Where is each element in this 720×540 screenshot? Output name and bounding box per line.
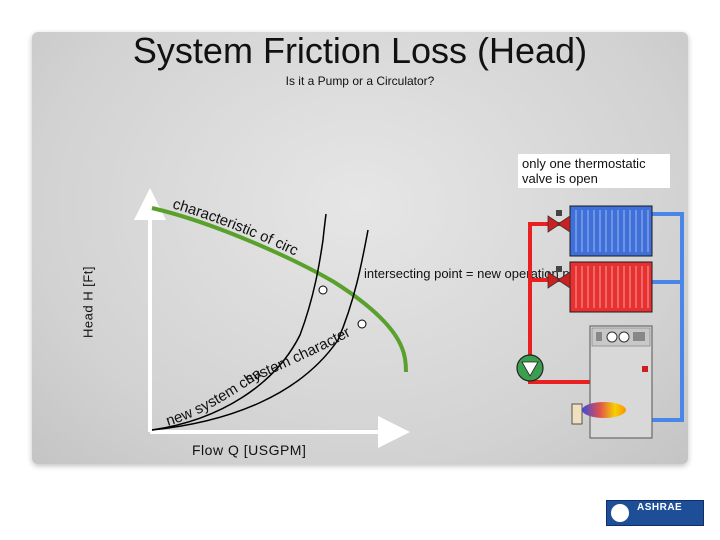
operation-point xyxy=(357,319,367,329)
boiler-indicator-icon xyxy=(642,366,648,372)
gauge-icon xyxy=(618,331,630,343)
new-operation-point xyxy=(318,285,328,295)
system-curve-label: system characteristic xyxy=(0,0,353,388)
valve-note: only one thermostatic valve is open xyxy=(518,154,670,188)
bottom-valve-icon xyxy=(547,266,571,289)
top-valve-icon xyxy=(547,210,571,233)
bottom-radiator xyxy=(569,261,653,313)
ashrae-logo: ASHRAE xyxy=(606,500,704,526)
system-curve xyxy=(151,229,369,431)
intersection-annotation: intersecting point = new operation point xyxy=(364,266,591,281)
gear-icon xyxy=(611,504,629,522)
supply-pipe xyxy=(528,222,574,358)
pump-curve-label-text: characteristic of circ xyxy=(171,196,302,260)
x-axis-label: Flow Q [USGPM] xyxy=(192,442,307,458)
logo-text: ASHRAE xyxy=(637,502,683,513)
pump-curve-label: characteristic of circ xyxy=(171,196,302,260)
slide-subtitle: Is it a Pump or a Circulator? xyxy=(285,74,435,88)
chart-axes xyxy=(134,188,410,448)
pump-curve xyxy=(151,206,408,373)
new-system-curve xyxy=(151,213,327,431)
circulator-arrow-icon xyxy=(521,361,539,377)
flame-icon xyxy=(582,402,626,418)
intersection-annotation-text: intersecting point = new operation point xyxy=(364,266,591,281)
display-icon xyxy=(633,332,645,341)
top-radiator xyxy=(569,205,653,257)
switch-icon xyxy=(596,332,602,341)
gauge-icon xyxy=(606,331,618,343)
heating-system-illustration xyxy=(516,205,684,439)
burner-icon xyxy=(571,403,583,425)
system-curve-label-text: system characteristic xyxy=(0,0,353,388)
slide-title: System Friction Loss (Head) xyxy=(132,30,588,71)
